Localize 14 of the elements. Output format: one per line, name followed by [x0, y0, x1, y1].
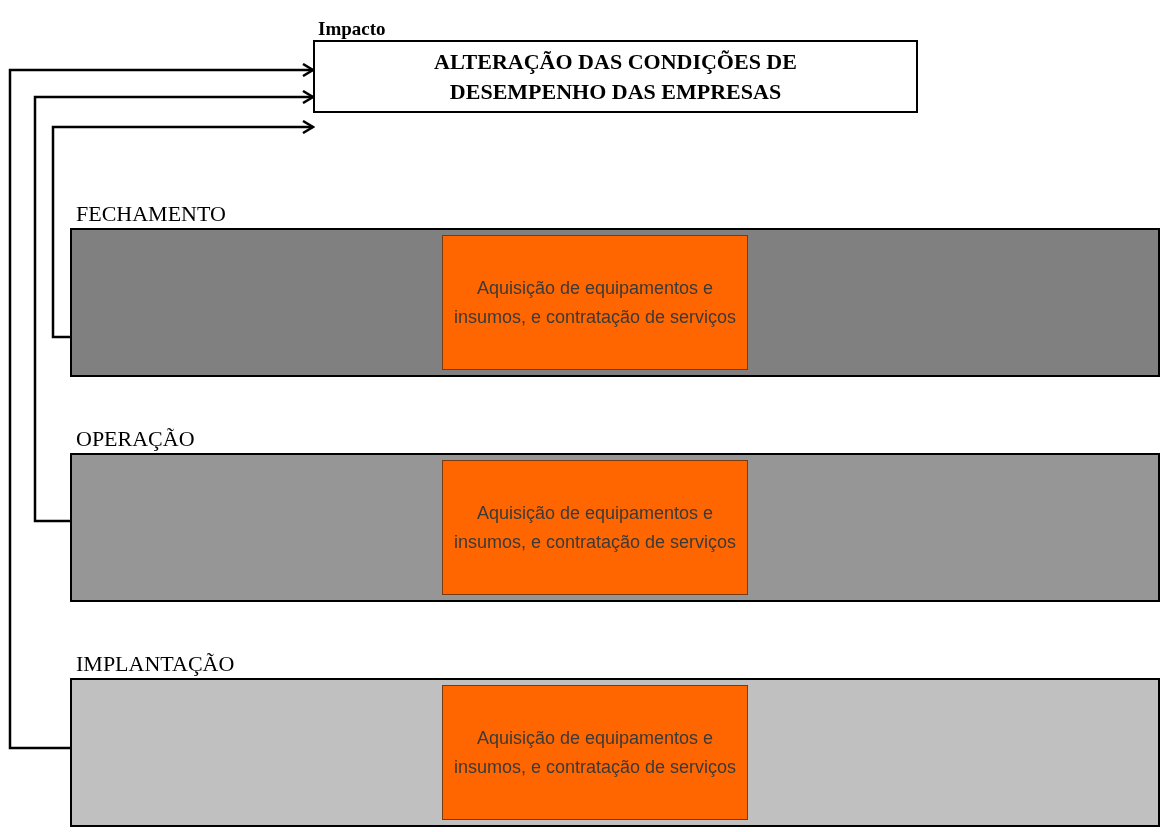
- impact-heading: Impacto: [318, 19, 386, 38]
- phase-heading: OPERAÇÃO: [76, 428, 195, 450]
- impact-text: ALTERAÇÃO DAS CONDIÇÕES DE DESEMPENHO DAS EMPRESAS: [433, 47, 798, 106]
- activity-box: [442, 235, 748, 370]
- phase-heading: IMPLANTAÇÃO: [76, 653, 235, 675]
- activity-text: Aquisição de equipamentos e insumos, e contratação de serviços: [453, 726, 737, 779]
- arrow: [33, 89, 315, 523]
- arrow: [8, 62, 315, 750]
- activity-box: [442, 460, 748, 595]
- activity-text: Aquisição de equipamentos e insumos, e contratação de serviços: [453, 276, 737, 329]
- phase-heading: FECHAMENTO: [76, 203, 226, 225]
- activity-text: Aquisição de equipamentos e insumos, e contratação de serviços: [453, 501, 737, 554]
- activity-box: [442, 685, 748, 820]
- arrow: [51, 119, 315, 339]
